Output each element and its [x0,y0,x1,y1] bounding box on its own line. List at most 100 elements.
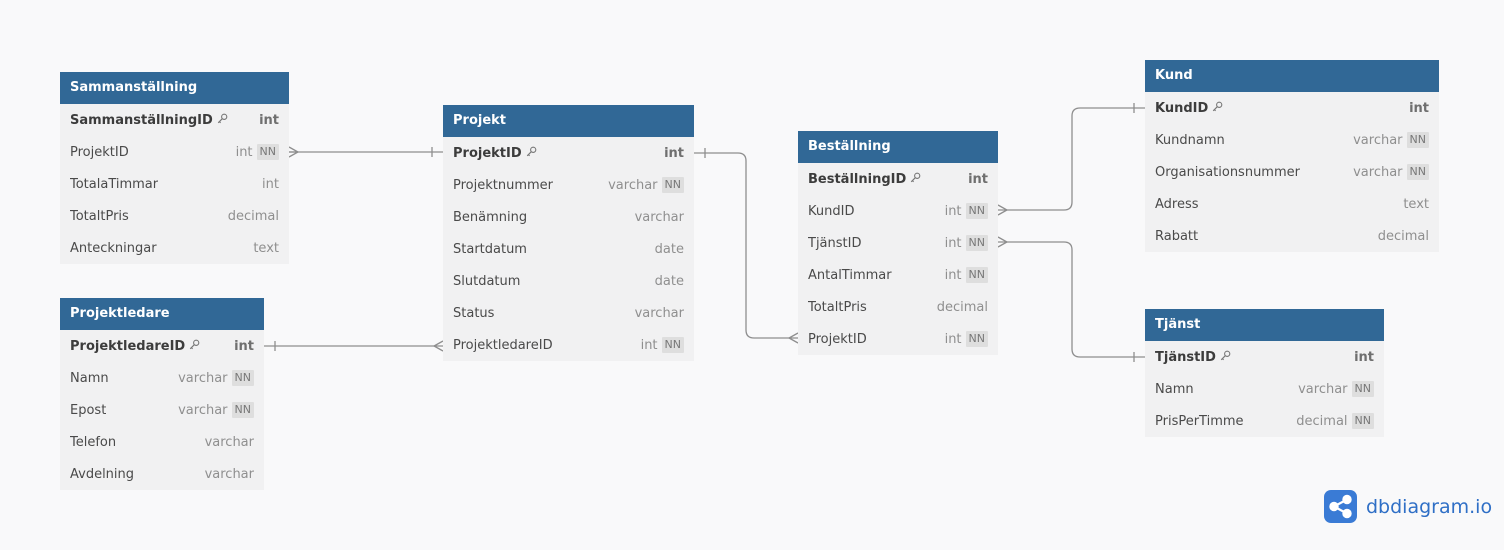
link-projekt-bestallning [694,152,798,339]
crowfoot-sammanstallning [288,146,300,158]
column-name: Adress [1155,196,1199,212]
column-type-label: text [1403,196,1429,212]
column-name: ProjektID [808,331,867,347]
column-type-label: int [944,235,962,251]
column-type: date [655,274,684,289]
not-null-badge: NN [1406,132,1429,148]
crowfoot-projekt-projektledareid [432,340,444,352]
table-header[interactable]: Projektledare [60,298,264,330]
link-bestallning-tjanst [998,241,1145,358]
not-null-badge: NN [256,144,279,160]
column-type-label: decimal [1377,228,1429,244]
column-type-label: varchar [1353,132,1403,148]
column-type-label: varchar [1353,164,1403,180]
column-type: varchar [205,435,254,450]
table-header[interactable]: Beställning [798,131,998,163]
column-type: text [253,241,279,256]
column-type: varchar [205,467,254,482]
not-null-badge: NN [965,331,988,347]
column-name: Projektnummer [453,177,554,193]
not-null-badge: NN [1351,413,1374,429]
column-name: Benämning [453,209,528,225]
not-null-badge: NN [965,235,988,251]
table-header[interactable]: Projekt [443,105,694,137]
column-type-label: int [944,203,962,219]
column-name: AntalTimmar [808,267,892,283]
column-name: TjänstID [1155,349,1216,365]
column-type: int [259,113,279,128]
column-type-label: int [1354,349,1374,365]
table-header[interactable]: Kund [1145,60,1439,92]
column-name: TotaltPris [808,299,867,315]
not-null-badge: NN [1406,164,1429,180]
column-name: Status [453,305,495,321]
key-icon [910,172,921,186]
column-type-label: int [640,337,658,353]
column-type-label: int [944,331,962,347]
column-row[interactable]: Slutdatum date [443,265,694,297]
table-header[interactable]: Sammanställning [60,72,289,104]
column-type-label: decimal [227,208,279,224]
column-name: PrisPerTimme [1155,413,1244,429]
brand-name: dbdiagram.io [1366,495,1493,518]
table-header[interactable]: Tjänst [1145,309,1384,341]
primary-key-row[interactable]: TjänstID int [1145,341,1384,373]
column-name: BeställningID [808,171,907,187]
not-null-badge: NN [661,177,684,193]
column-type: int [1354,350,1374,365]
not-null-badge: NN [965,203,988,219]
column-type-label: varchar [634,305,684,321]
brand-logo[interactable]: dbdiagram.io [1324,490,1492,523]
column-type-label: varchar [204,466,254,482]
column-row[interactable]: Status varchar [443,297,694,329]
column-name: TotaltPris [70,208,129,224]
column-name: KundID [808,203,855,219]
not-null-badge: NN [661,337,684,353]
column-type-label: varchar [204,434,254,450]
column-type-label: int [259,112,279,128]
column-row[interactable]: TotaltPris decimal [60,200,289,232]
column-row[interactable]: Adress text [1145,188,1439,220]
column-name: Slutdatum [453,273,521,289]
not-null-badge: NN [1351,381,1374,397]
